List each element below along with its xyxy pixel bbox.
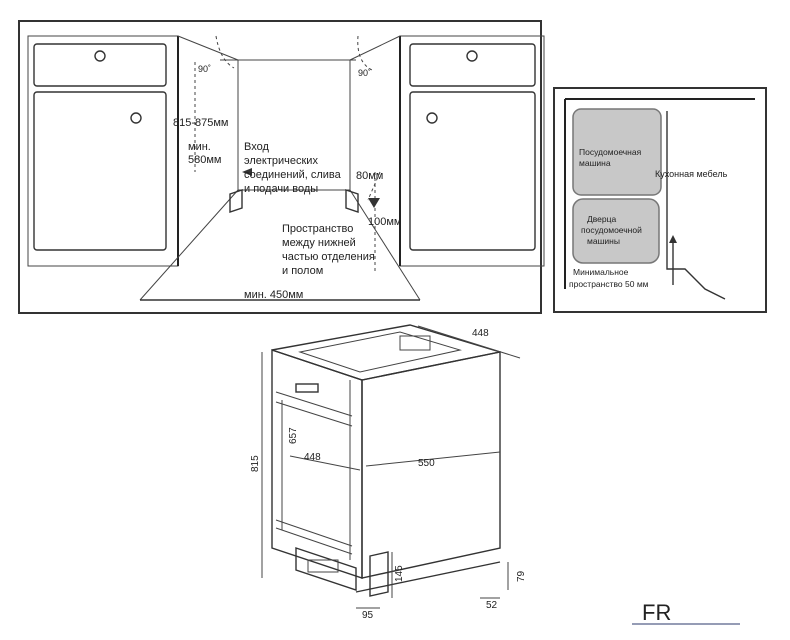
dim-foot-depth: 95 (362, 610, 374, 621)
installation-diagram: 90˚ 90˚ 815-875мм мин. 580мм Вход электр… (18, 20, 545, 314)
dim-100-label: 100мм (368, 216, 401, 228)
dim-plinth-height: 145 (394, 565, 405, 582)
svg-text:машина: машина (579, 158, 611, 168)
inlet-label: Вход электрических соединений, слива и п… (244, 141, 342, 195)
svg-text:Минимальное: Минимальное (573, 267, 629, 277)
dim-top-depth: 448 (472, 328, 489, 339)
svg-text:Посудомоечная: Посудомоечная (579, 147, 642, 157)
angle-left-label: 90˚ (198, 64, 211, 74)
dimension-drawing: 448 448 550 815 657 145 79 95 52 (240, 320, 560, 621)
right-upper-drawer (409, 43, 536, 87)
left-drawer-knob (94, 50, 106, 62)
dim-rear-offset: 52 (486, 600, 498, 611)
door-box (572, 198, 660, 264)
dim-depth: 550 (418, 458, 435, 469)
furniture-label: Кухонная мебель (655, 169, 728, 179)
height-range-label: 815-875мм (173, 117, 229, 129)
svg-text:и подачи воды: и подачи воды (244, 183, 318, 195)
svg-text:и полом: и полом (282, 265, 323, 277)
svg-text:между нижней: между нижней (282, 237, 356, 249)
logo-text: FR (642, 600, 671, 625)
left-lower-door (33, 91, 167, 251)
svg-text:Пространство: Пространство (282, 223, 353, 235)
dim-foot-height: 79 (516, 570, 527, 582)
svg-text:частью отделения: частью отделения (282, 251, 375, 263)
dishwasher-box (572, 108, 662, 196)
min-label: мин. (188, 141, 211, 153)
svg-text:пространство 50 мм: пространство 50 мм (569, 279, 649, 289)
right-door-knob (426, 112, 438, 124)
layout-plan-diagram: Посудомоечная машина Кухонная мебель Две… (553, 87, 767, 313)
right-lower-door (409, 91, 536, 251)
angle-right-label: 90˚ (358, 68, 371, 78)
min-depth-label: 580мм (188, 154, 221, 166)
svg-text:машины: машины (587, 236, 620, 246)
right-drawer-knob (466, 50, 478, 62)
left-door-knob (130, 112, 142, 124)
brand-logo: FR (632, 598, 742, 628)
svg-text:Вход: Вход (244, 141, 269, 153)
dim-front-width: 448 (304, 452, 321, 463)
dim-height-door: 657 (288, 427, 299, 444)
svg-text:Дверца: Дверца (587, 214, 616, 224)
dim-80-label: 80мм (356, 170, 383, 182)
floor-space-label: Пространство между нижней частью отделен… (282, 223, 375, 277)
svg-text:соединений, слива: соединений, слива (244, 169, 342, 181)
svg-text:электрических: электрических (244, 155, 318, 167)
dim-height-total: 815 (250, 455, 261, 472)
svg-text:посудомоечной: посудомоечной (581, 225, 642, 235)
left-upper-drawer (33, 43, 167, 87)
width-label: мин. 450мм (244, 289, 303, 301)
